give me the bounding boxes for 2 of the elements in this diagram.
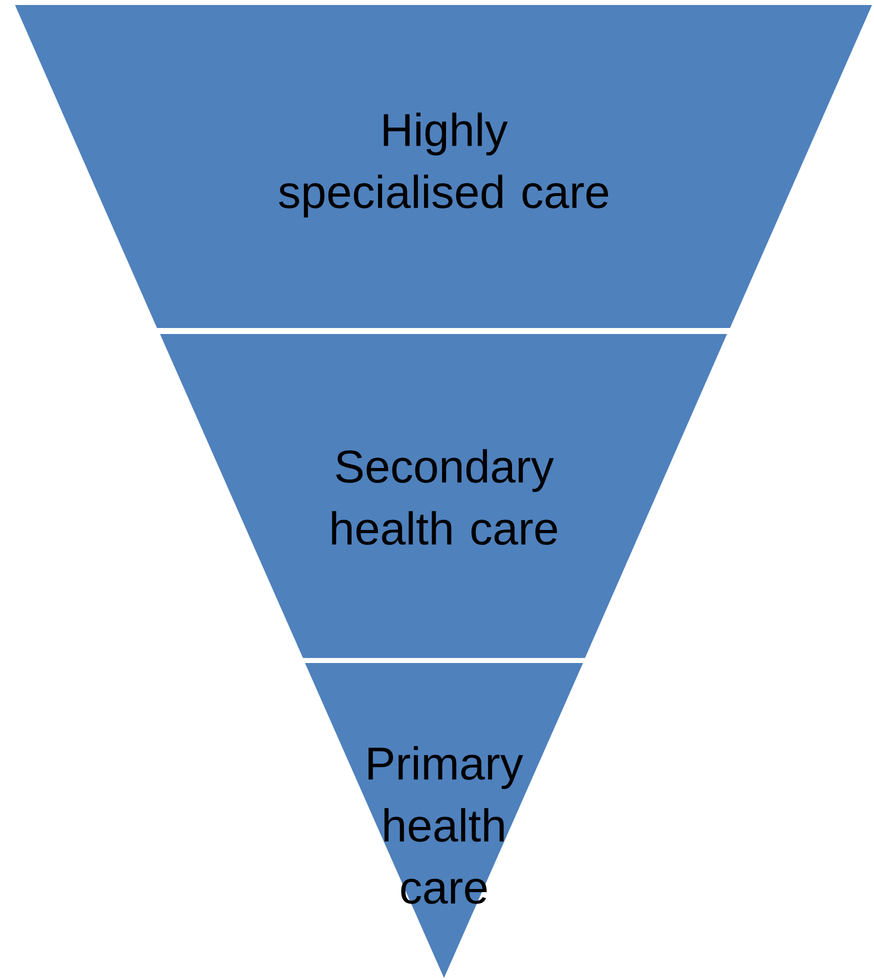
funnel-band: Highly specialised care — [15, 5, 872, 328]
funnel-band: Secondary health care — [160, 334, 727, 658]
